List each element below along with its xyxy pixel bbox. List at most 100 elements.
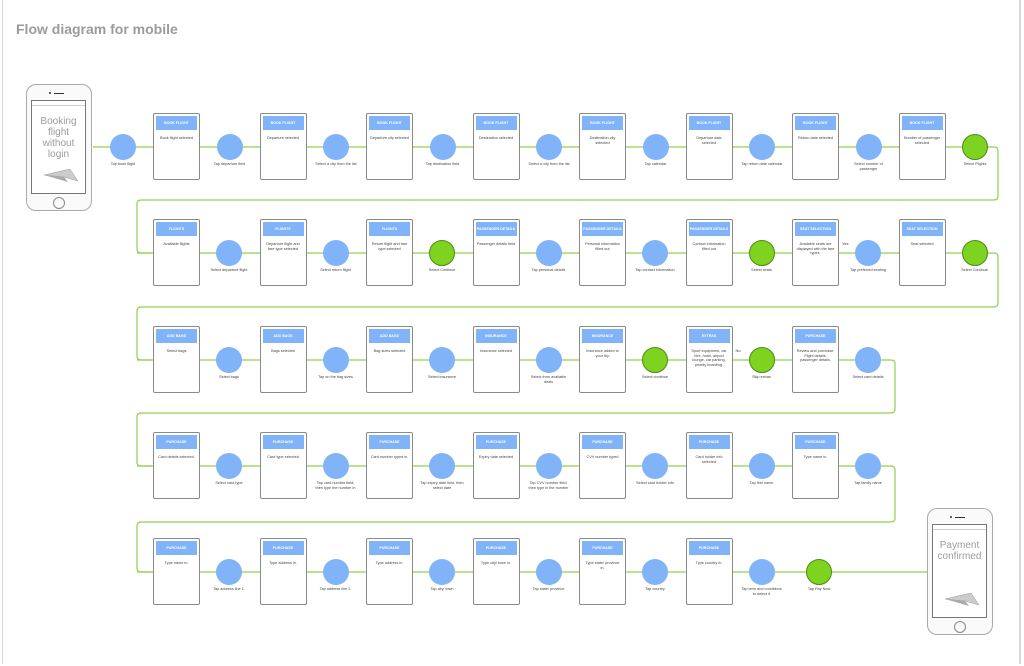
screen-header: PASSENGER DETAILS xyxy=(582,222,623,236)
action-node[interactable] xyxy=(216,559,242,585)
action-node[interactable] xyxy=(748,453,775,479)
action-label[interactable]: Tap state/ province xyxy=(532,587,565,591)
action-node[interactable] xyxy=(535,240,562,266)
screen-text: Available flights xyxy=(163,242,190,246)
action-label[interactable]: Tap calendar xyxy=(644,162,667,166)
action-node[interactable] xyxy=(855,134,882,160)
action-label[interactable]: Tap term and conditions to select it xyxy=(741,587,782,596)
action-label[interactable]: Tap family name xyxy=(854,481,882,485)
action-node[interactable] xyxy=(216,240,242,266)
action-node[interactable] xyxy=(322,453,349,479)
action-label[interactable]: Tap destination field xyxy=(425,162,460,166)
end-phone-text: Payment confirmed xyxy=(937,540,982,562)
screen-text: Passenger details field xyxy=(476,242,516,246)
action-decision-node[interactable] xyxy=(748,347,775,373)
action-label[interactable]: Tap personal details xyxy=(531,268,566,272)
action-node[interactable] xyxy=(535,453,562,479)
action-node[interactable] xyxy=(749,134,775,160)
action-decision-node[interactable] xyxy=(806,559,832,585)
speaker xyxy=(54,93,64,94)
action-label[interactable]: Tap country xyxy=(645,587,665,591)
action-label[interactable]: Select card type xyxy=(215,481,243,485)
screen-header: PURCHASE xyxy=(688,541,730,555)
action-decision-node[interactable] xyxy=(962,134,988,160)
action-label[interactable]: Select continue xyxy=(642,375,668,379)
screen-text: Select bags xyxy=(166,349,187,353)
action-label[interactable]: Tap address line 1. xyxy=(213,587,245,591)
action-label[interactable]: Select return flight xyxy=(320,268,351,272)
screen-header: BOOK FLIGHT xyxy=(262,116,304,130)
action-decision-node[interactable] xyxy=(429,240,455,266)
action-label[interactable]: Tap contact information xyxy=(635,268,675,272)
action-node[interactable] xyxy=(322,240,349,266)
action-label[interactable]: Select card holder info xyxy=(636,481,674,485)
action-label[interactable]: Select Continue xyxy=(961,268,988,272)
action-node[interactable] xyxy=(216,347,242,373)
action-node[interactable] xyxy=(855,240,881,266)
action-decision-node[interactable] xyxy=(642,347,668,373)
action-label[interactable]: Select number of passenger xyxy=(854,162,883,171)
action-node[interactable] xyxy=(429,559,455,585)
action-label[interactable]: Tap city/ town xyxy=(430,587,454,591)
action-label[interactable]: Select departure flight xyxy=(210,268,248,272)
action-label[interactable]: Tap return date calendar xyxy=(741,162,783,166)
action-label[interactable]: Select card details xyxy=(852,375,884,379)
screen-text: Book flight selected xyxy=(160,136,193,140)
action-node[interactable] xyxy=(642,453,668,479)
action-node[interactable] xyxy=(535,559,562,585)
action-node[interactable] xyxy=(322,559,349,585)
connector-line xyxy=(136,465,896,573)
action-label[interactable]: Select Flights xyxy=(963,162,987,166)
screen-header: SEAT SELECTION xyxy=(795,222,836,236)
action-node[interactable] xyxy=(855,453,881,479)
action-label[interactable]: Tap on the bag sizes xyxy=(318,375,353,379)
action-node[interactable] xyxy=(216,453,242,479)
action-label[interactable]: Tap address line 2. xyxy=(319,587,352,591)
action-label[interactable]: Select bags xyxy=(219,375,239,379)
screen-text: Insurance added to your trip xyxy=(586,349,619,358)
action-label[interactable]: Tap CVV number field, then type in the n… xyxy=(528,481,569,490)
action-node[interactable] xyxy=(535,347,562,373)
home-button xyxy=(53,197,65,209)
action-label[interactable]: Tap preferred seating xyxy=(850,268,886,272)
action-node[interactable] xyxy=(642,559,668,585)
action-label[interactable]: Tap first name xyxy=(749,481,774,485)
action-label[interactable]: Select a city from the list xyxy=(528,162,570,166)
action-node[interactable] xyxy=(323,134,349,160)
screen-header: ADD BAGS xyxy=(369,329,410,343)
action-label[interactable]: Tap expiry date field, then select date xyxy=(420,481,464,490)
action-node[interactable] xyxy=(429,347,455,373)
action-label[interactable]: Select from available deals xyxy=(530,375,567,384)
action-label[interactable]: Tap departure field xyxy=(213,162,246,166)
screen-header: BOOK FLIGHT xyxy=(582,116,623,130)
action-node[interactable] xyxy=(429,453,455,479)
action-node[interactable] xyxy=(855,347,881,373)
screen-header: SEAT SELECTION xyxy=(901,222,943,236)
action-label[interactable]: Select a city from the list xyxy=(315,162,357,166)
action-label[interactable]: Tap book flight xyxy=(110,162,136,166)
action-node[interactable] xyxy=(322,347,349,373)
connector-line xyxy=(136,359,896,467)
action-node[interactable] xyxy=(642,240,668,266)
action-label[interactable]: Tap card number field, then type the num… xyxy=(315,481,356,490)
screen-header: BOOK FLIGHT xyxy=(475,116,517,130)
action-node[interactable] xyxy=(642,134,669,160)
action-label[interactable]: Select Continue xyxy=(428,268,456,272)
action-node[interactable] xyxy=(429,134,456,160)
action-node[interactable] xyxy=(748,559,775,585)
screen-header: PURCHASE xyxy=(156,541,197,555)
screen-text: Review and purchase. Flight details, pas… xyxy=(796,349,835,363)
status-bar xyxy=(32,101,85,106)
action-decision-node[interactable] xyxy=(748,240,775,266)
action-node[interactable] xyxy=(536,134,562,160)
action-node[interactable] xyxy=(110,134,136,160)
action-label[interactable]: Select insurance xyxy=(427,375,457,379)
action-label[interactable]: Tap Pay Now xyxy=(807,587,831,591)
action-label[interactable]: Select seats xyxy=(751,268,772,272)
action-node[interactable] xyxy=(216,134,243,160)
action-label[interactable]: Skip extras xyxy=(752,375,771,379)
action-decision-node[interactable] xyxy=(961,240,988,266)
